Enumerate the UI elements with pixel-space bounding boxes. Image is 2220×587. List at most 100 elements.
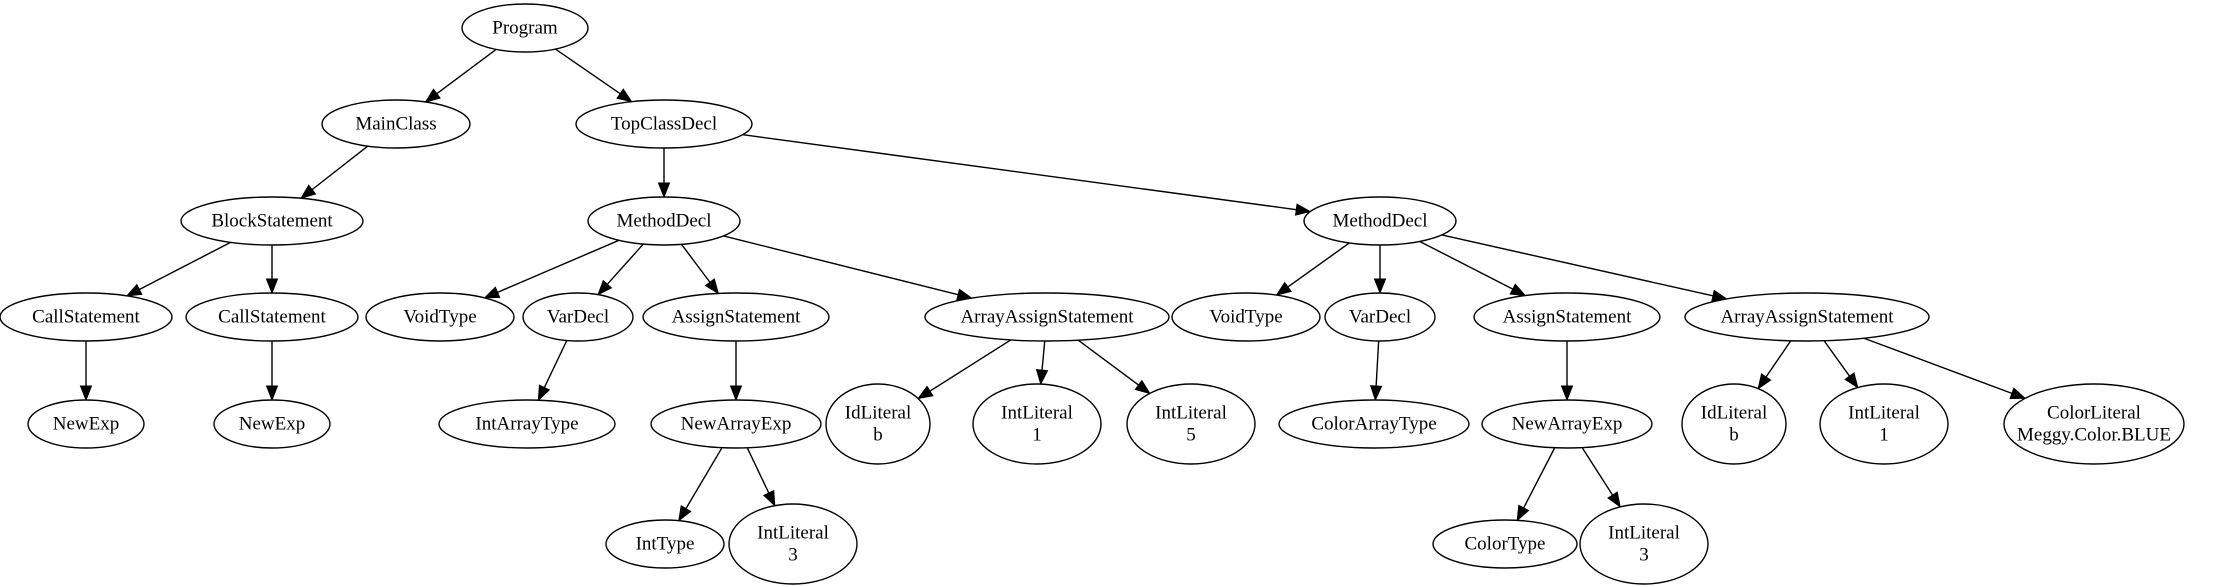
edge-line	[1041, 340, 1046, 371]
tree-node-arrayassignstatement: ArrayAssignStatement	[1684, 292, 1930, 342]
arrowhead-icon	[2009, 387, 2027, 400]
node-label: CallStatement	[32, 307, 140, 328]
tree-node-methoddecl: MethodDecl	[1303, 196, 1457, 246]
node-ellipse	[27, 399, 145, 449]
node-ellipse	[1819, 383, 1949, 465]
arrowhead-icon	[678, 505, 692, 522]
edge-n8-n11	[680, 243, 720, 295]
node-value-label: Meggy.Color.BLUE	[2017, 425, 2171, 446]
tree-node-program: Program	[461, 3, 589, 53]
tree-node-callstatement: CallStatement	[185, 292, 359, 342]
edge-n24-n29	[1757, 340, 1792, 390]
node-label: ColorType	[1465, 534, 1546, 555]
edge-n14-n15	[678, 447, 723, 522]
node-ellipse	[972, 383, 1102, 465]
tree-node-voidtype: VoidType	[365, 292, 515, 342]
edge-n12-n18	[1035, 340, 1049, 386]
node-label: MainClass	[355, 114, 436, 135]
edge-n2-n8	[657, 148, 671, 199]
arrowhead-icon	[265, 278, 279, 295]
node-label: Program	[492, 18, 558, 39]
node-ellipse	[1681, 383, 1787, 465]
arrowhead-icon	[597, 279, 613, 296]
node-ellipse	[180, 196, 364, 246]
edge-n14-n16	[746, 447, 776, 507]
node-ellipse	[522, 292, 634, 342]
arrowhead-icon	[729, 385, 743, 402]
edge-n11-n14	[729, 341, 743, 402]
edge-line	[680, 243, 711, 283]
arrowhead-icon	[483, 286, 501, 299]
node-label: VarDecl	[1349, 307, 1411, 328]
edge-line	[742, 133, 1297, 211]
edge-line	[555, 48, 621, 95]
edge-n0-n1	[424, 48, 497, 103]
edge-n3-n5	[265, 245, 279, 295]
node-label: IntArrayType	[475, 414, 578, 435]
node-value-label: 1	[1032, 425, 1042, 446]
edge-line	[746, 447, 770, 494]
edge-line	[1077, 339, 1139, 386]
edge-n0-n2	[555, 48, 633, 103]
node-value-label: 3	[1639, 545, 1649, 566]
node-label: VoidType	[1209, 307, 1282, 328]
edge-n20-n21	[1275, 242, 1350, 296]
node-ellipse	[642, 292, 830, 342]
arrowhead-icon	[1369, 385, 1383, 402]
tree-node-newexp: NewExp	[213, 399, 331, 449]
tree-node-assignstatement: AssignStatement	[642, 292, 830, 342]
edge-n26-n27	[1516, 447, 1556, 522]
arrowhead-icon	[1275, 281, 1292, 296]
edge-n26-n28	[1581, 447, 1621, 509]
tree-node-voidtype: VoidType	[1171, 292, 1321, 342]
node-ellipse	[1579, 503, 1709, 585]
edge-line	[1823, 340, 1851, 377]
edge-n8-n10	[597, 243, 644, 296]
edge-line	[311, 145, 369, 191]
arrowhead-icon	[1373, 278, 1387, 295]
node-label: ArrayAssignStatement	[960, 307, 1134, 328]
node-label: TopClassDecl	[611, 114, 717, 135]
arrowhead-icon	[265, 385, 279, 402]
arrowhead-icon	[1607, 491, 1621, 509]
arrowhead-icon	[1294, 203, 1312, 216]
tree-node-arrayassignstatement: ArrayAssignStatement	[924, 292, 1170, 342]
tree-node-assignstatement: AssignStatement	[1473, 292, 1661, 342]
node-ellipse	[2003, 383, 2185, 465]
arrowhead-icon	[657, 182, 671, 199]
tree-node-callstatement: CallStatement	[0, 292, 173, 342]
tree-node-methoddecl: MethodDecl	[587, 196, 741, 246]
arrowhead-icon	[762, 489, 776, 507]
node-label: ColorArrayType	[1311, 414, 1436, 435]
edge-line	[1375, 340, 1380, 387]
node-ellipse	[728, 503, 858, 585]
edge-line	[1523, 447, 1556, 509]
edge-line	[543, 340, 568, 388]
node-ellipse	[213, 399, 331, 449]
node-ellipse	[924, 292, 1170, 342]
edge-line	[606, 243, 644, 285]
node-ellipse	[1126, 383, 1256, 465]
node-ellipse	[825, 383, 931, 465]
edge-n8-n9	[483, 239, 620, 299]
node-label: NewExp	[53, 414, 119, 435]
node-value-label: b	[873, 425, 883, 446]
arrowhead-icon	[1509, 283, 1527, 297]
arrowhead-icon	[1134, 379, 1151, 395]
arrowhead-icon	[616, 88, 633, 103]
edge-n3-n4	[125, 241, 231, 297]
node-ellipse	[605, 519, 725, 569]
node-ellipse	[1481, 399, 1653, 449]
node-label: IntLiteral	[757, 523, 829, 544]
edge-n20-n24	[1441, 234, 1728, 302]
node-label: IntLiteral	[1155, 403, 1227, 424]
edge-line	[497, 239, 620, 293]
node-label: MethodDecl	[1333, 211, 1428, 232]
node-label: ArrayAssignStatement	[1720, 307, 1894, 328]
edge-line	[1581, 447, 1614, 496]
